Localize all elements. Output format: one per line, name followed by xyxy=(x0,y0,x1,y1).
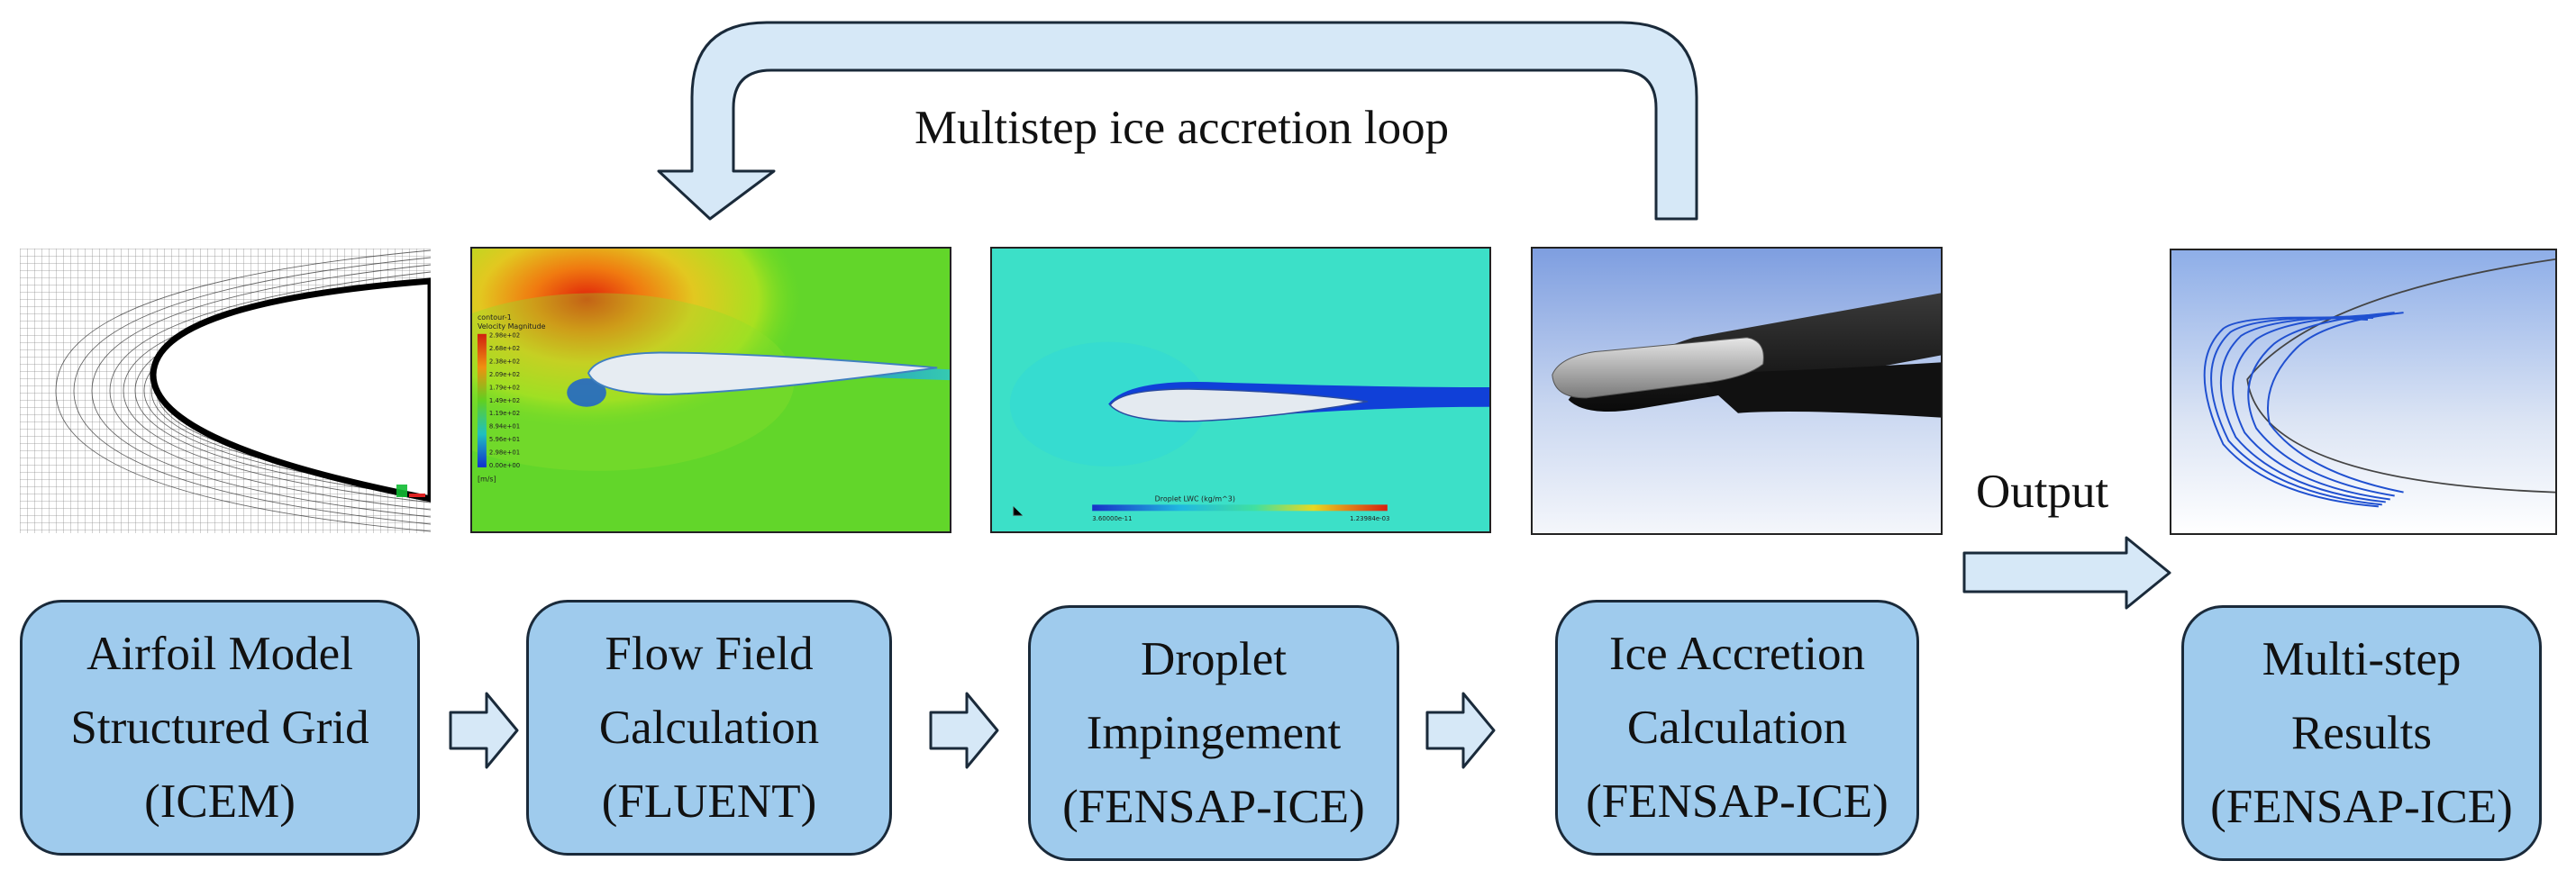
stage-ice-line-3: (FENSAP-ICE) xyxy=(1586,775,1889,828)
stage-droplet-line-2: Impingement xyxy=(1086,707,1342,759)
multi-step-panel xyxy=(2170,249,2557,535)
stage-grid-line-2: Structured Grid xyxy=(70,702,369,754)
droplet-colorbar-title: Droplet LWC (kg/m^3) xyxy=(1155,494,1235,503)
stage-box-grid: Airfoil Model Structured Grid (ICEM) xyxy=(20,600,420,856)
stage-flow-line-1: Flow Field xyxy=(605,628,814,680)
stage-box-results: Multi-step Results (FENSAP-ICE) xyxy=(2181,605,2542,861)
flow-legend-value: 2.98e+02 xyxy=(489,332,520,340)
droplet-colorbar-max: 1.23984e-03 xyxy=(1350,515,1389,522)
stage-box-droplet: Droplet Impingement (FENSAP-ICE) xyxy=(1028,605,1399,861)
stage-box-ice: Ice Accretion Calculation (FENSAP-ICE) xyxy=(1555,600,1919,856)
arrow-stage2-to-3 xyxy=(929,692,999,769)
stage-grid-line-3: (ICEM) xyxy=(144,775,296,828)
flow-legend-value: 0.00e+00 xyxy=(489,462,520,469)
ice-accretion-panel xyxy=(1531,247,1943,535)
loop-label: Multistep ice accretion loop xyxy=(915,102,1450,154)
flow-legend-value: 2.38e+02 xyxy=(489,358,520,366)
flow-field-image: contour-1 Velocity Magnitude 2.98e+02 2.6… xyxy=(472,249,950,531)
flow-legend-value: 2.09e+02 xyxy=(489,371,520,378)
stage-ice-line-1: Ice Accretion xyxy=(1609,628,1865,680)
droplet-colorbar xyxy=(1092,504,1388,512)
flow-legend-value: 5.96e+01 xyxy=(489,436,520,443)
flow-legend-subtitle: Velocity Magnitude xyxy=(478,322,546,331)
mesh-panel xyxy=(20,249,431,533)
output-arrow xyxy=(1962,536,2171,610)
stage-flow-line-2: Calculation xyxy=(598,702,820,754)
stage-results-line-1: Multi-step xyxy=(2262,633,2462,685)
multi-step-image xyxy=(2171,250,2555,533)
flow-legend-value: 1.19e+02 xyxy=(489,410,520,417)
droplet-image: Droplet LWC (kg/m^3) 3.60000e-11 1.23984… xyxy=(992,249,1489,531)
stage-grid-line-1: Airfoil Model xyxy=(86,628,353,680)
flow-legend-value: 8.94e+01 xyxy=(489,423,520,430)
stage-results-line-3: (FENSAP-ICE) xyxy=(2210,781,2513,833)
stage-results-line-2: Results xyxy=(2290,707,2433,759)
droplet-colorbar-min: 3.60000e-11 xyxy=(1092,515,1132,522)
flow-legend-value: 1.49e+02 xyxy=(489,397,520,404)
stage-flow-line-3: (FLUENT) xyxy=(601,775,817,828)
mesh-image xyxy=(20,249,431,533)
flow-legend-value: 1.79e+02 xyxy=(489,384,520,391)
flow-legend-title: contour-1 xyxy=(478,313,512,322)
ice-accretion-image xyxy=(1533,249,1941,533)
output-label: Output xyxy=(1976,466,2109,518)
flow-legend-value: 2.68e+02 xyxy=(489,345,520,352)
arrow-stage3-to-4 xyxy=(1425,692,1496,769)
flow-legend-unit: [m/s] xyxy=(478,476,496,484)
flow-legend-bar xyxy=(477,333,487,467)
droplet-panel: Droplet LWC (kg/m^3) 3.60000e-11 1.23984… xyxy=(990,247,1491,533)
stage-box-flow: Flow Field Calculation (FLUENT) xyxy=(526,600,892,856)
stage-droplet-line-3: (FENSAP-ICE) xyxy=(1062,781,1365,833)
arrow-stage1-to-2 xyxy=(449,692,519,769)
stage-ice-line-2: Calculation xyxy=(1626,702,1848,754)
stage-droplet-line-1: Droplet xyxy=(1141,633,1287,685)
flow-legend-value: 2.98e+01 xyxy=(489,449,520,457)
flow-field-panel: contour-1 Velocity Magnitude 2.98e+02 2.6… xyxy=(470,247,951,533)
